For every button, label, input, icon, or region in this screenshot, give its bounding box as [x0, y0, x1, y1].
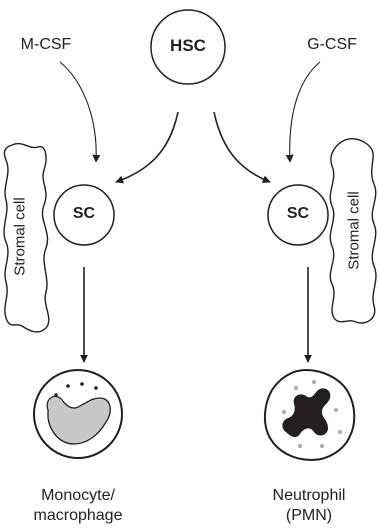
neutrophil-label-line1: Neutrophil [272, 487, 346, 504]
arrow-gcsf-to-sc [285, 61, 321, 163]
neutrophil-granule [294, 386, 298, 390]
neutrophil-label-line2: (PMN) [285, 507, 333, 524]
neutrophil-granule [312, 380, 316, 384]
monocyte-label: Monocyte/ macrophage [18, 486, 138, 526]
stromal-cell-label-left: Stromal cell [11, 197, 29, 276]
monocyte-granule [66, 384, 70, 388]
neutrophil-nucleus [282, 388, 331, 438]
neutrophil-granule [282, 410, 286, 414]
m-csf-label: M-CSF [20, 36, 72, 53]
neutrophil-granule [320, 444, 324, 448]
neutrophil-granule [338, 430, 342, 434]
monocyte-granule [80, 382, 84, 386]
monocyte-granule [94, 386, 98, 390]
stromal-cell-label-right: Stromal cell [345, 191, 363, 270]
hsc-label: HSC [170, 36, 206, 55]
arrow-hsc-to-sc-right [213, 111, 271, 184]
sc-cell-left [53, 184, 115, 246]
neutrophil-granule [298, 444, 302, 448]
arrow-hsc-to-sc-left [115, 111, 179, 184]
monocyte-label-line1: Monocyte/ [41, 487, 115, 504]
monocyte-label-line2: macrophage [33, 507, 123, 524]
hsc-cell [150, 9, 226, 85]
sc-cell-right [267, 184, 329, 246]
neutrophil-label: Neutrophil (PMN) [250, 486, 368, 526]
stromal-cell-left [3, 142, 50, 333]
monocyte-granule [54, 393, 58, 397]
monocyte-nucleus [46, 395, 111, 445]
arrow-mcsf-to-sc [59, 61, 101, 163]
stromal-cell-right [329, 138, 377, 324]
g-csf-label: G-CSF [307, 36, 357, 53]
neutrophil-granule [334, 408, 338, 412]
sc-label-left: SC [72, 205, 96, 222]
sc-label-right: SC [286, 205, 310, 222]
